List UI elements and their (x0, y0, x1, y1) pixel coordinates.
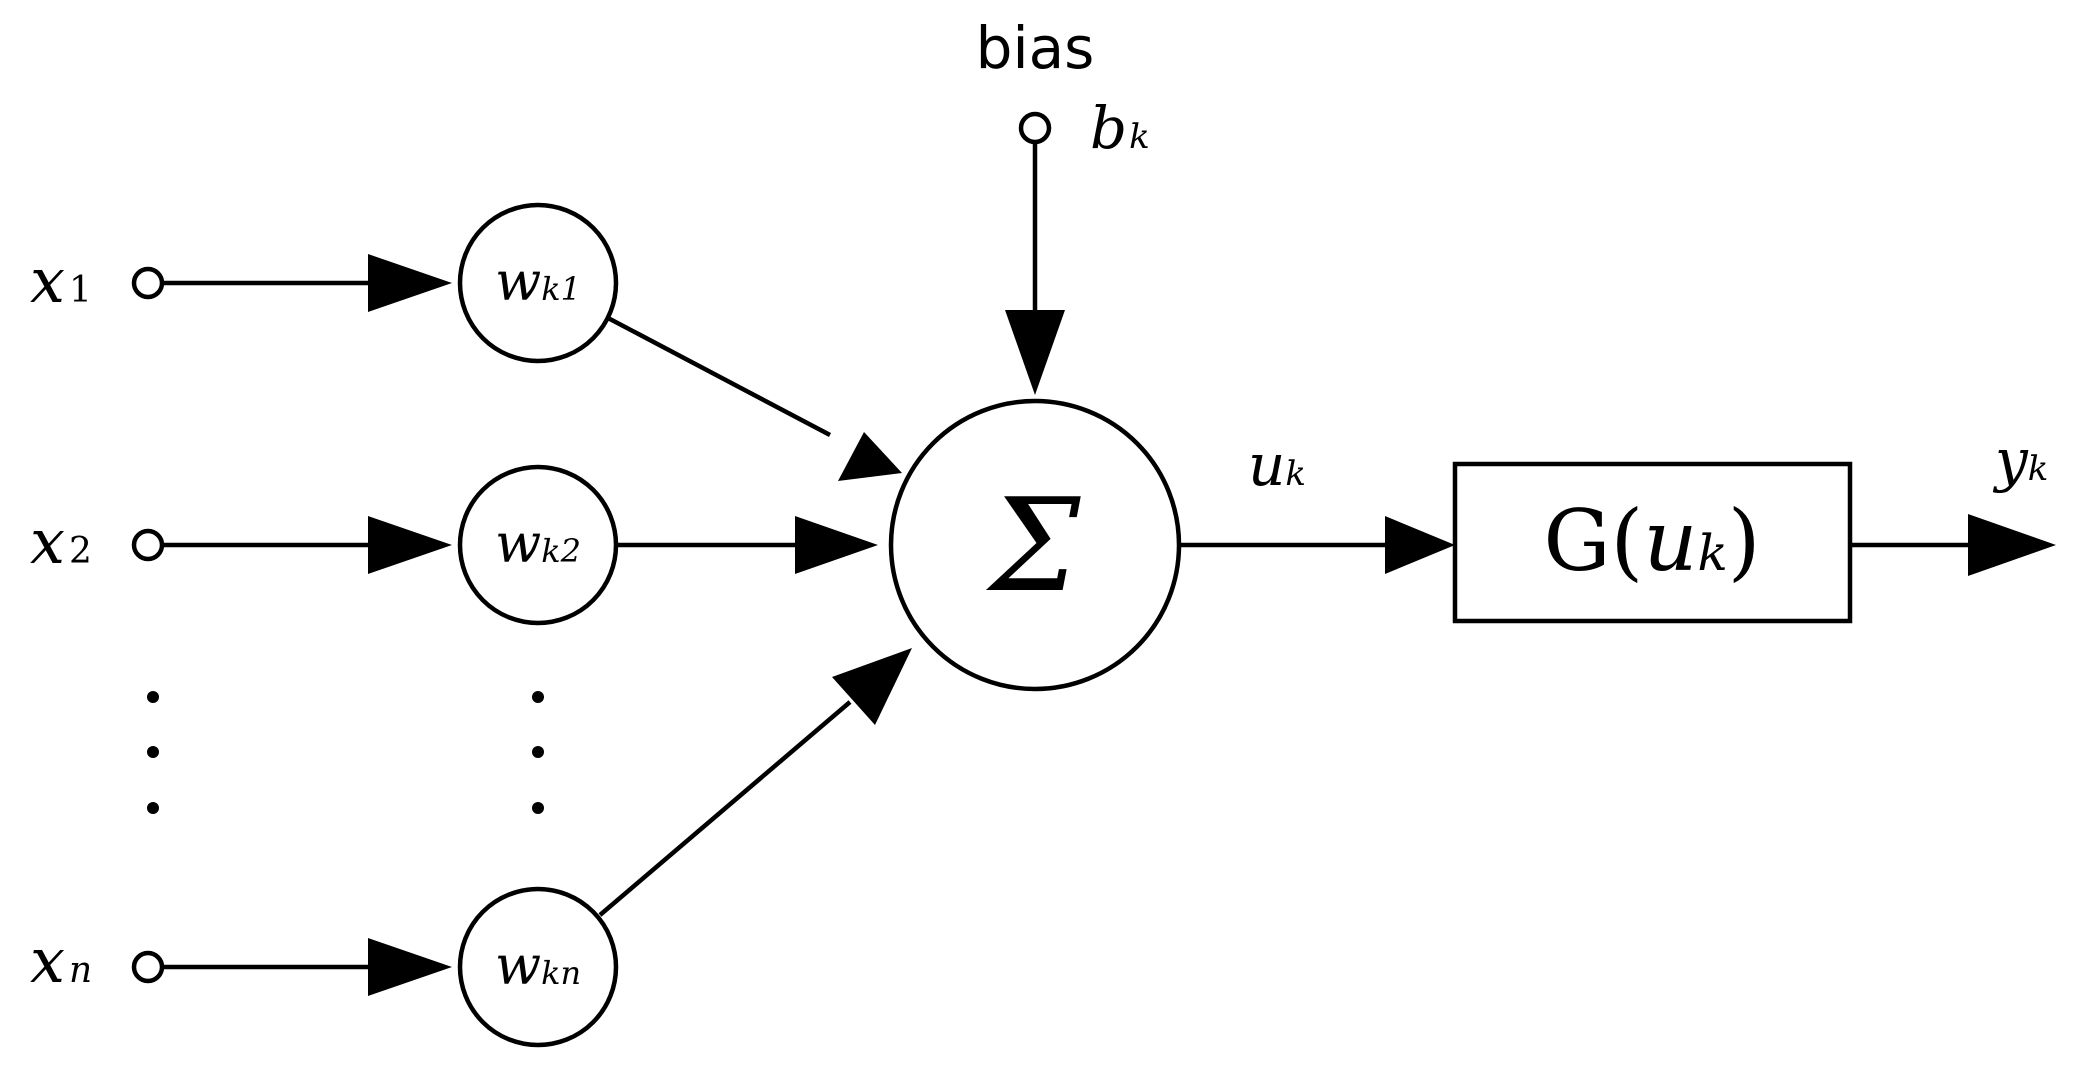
sum-arrowhead (1385, 516, 1455, 574)
output-arrowhead (1968, 514, 2056, 576)
summation-symbol: Σ (986, 472, 1081, 621)
weight-ellipsis (532, 691, 544, 814)
weight-connector-1 (606, 316, 832, 437)
weight-arrowhead-1 (838, 432, 902, 481)
output-label: yk (1992, 426, 2048, 494)
weight-node-n (457, 886, 619, 1048)
weight-connector-n (598, 700, 852, 917)
bias-label: bias (976, 14, 1095, 82)
input-terminal-n (131, 950, 165, 984)
activation-label: G(uk) (1543, 492, 1760, 590)
bias-terminal (1018, 111, 1052, 145)
bias-arrowhead (1005, 310, 1065, 395)
weight-label-2: wk2 (495, 512, 581, 575)
weight-arrowhead-2 (795, 516, 878, 574)
weight-label-1: wk1 (495, 250, 581, 313)
input-arrowhead-1 (368, 254, 452, 312)
input-arrowhead-n (368, 938, 452, 996)
input-ellipsis (147, 691, 159, 814)
activation-box (1452, 461, 1853, 624)
weight-label-n: wkn (495, 934, 581, 997)
input-arrowhead-2 (368, 516, 452, 574)
bias-symbol: bk (1090, 94, 1150, 162)
activation-input-label: uk (1248, 431, 1306, 499)
input-terminal-1 (131, 266, 165, 300)
weight-node-1 (457, 202, 619, 364)
weight-arrowhead-n (832, 648, 912, 725)
input-terminal-2 (131, 528, 165, 562)
